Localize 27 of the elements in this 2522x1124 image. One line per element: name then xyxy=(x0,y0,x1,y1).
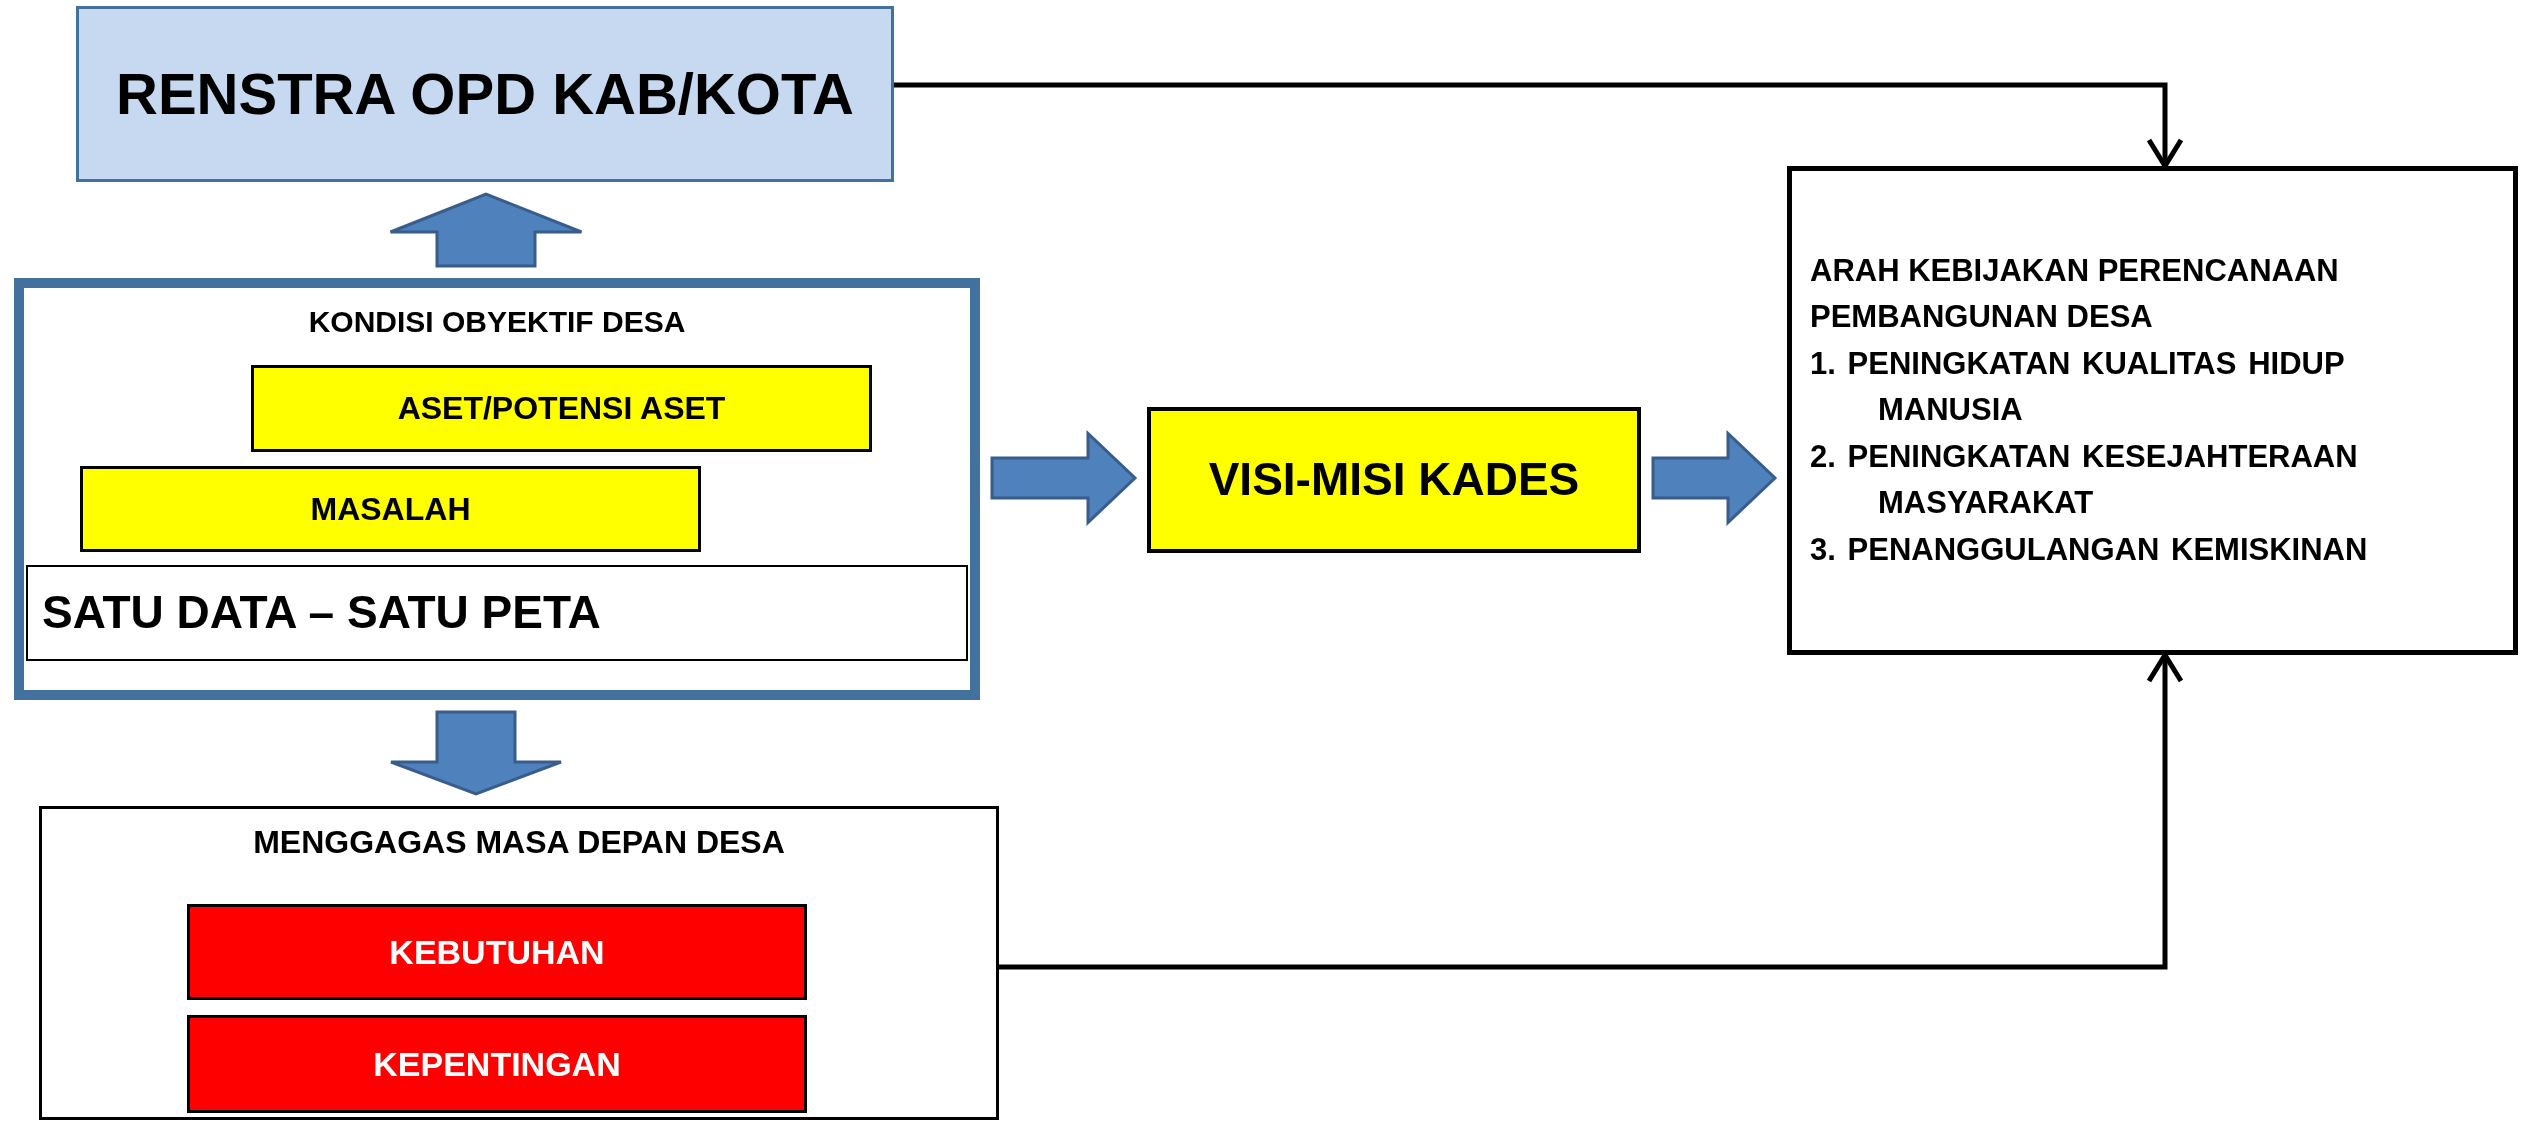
process-box xyxy=(1147,407,1641,553)
heading-text: ARAH KEBIJAKAN PERENCANAAN PEMBANGUNAN DESA xyxy=(1810,251,2340,337)
label-bar xyxy=(187,1015,807,1113)
text-box xyxy=(1787,166,2518,655)
heading-box xyxy=(76,6,894,182)
label-bar xyxy=(251,365,872,452)
block-arrow xyxy=(389,710,563,796)
group-panel xyxy=(39,806,999,1120)
label-bar xyxy=(80,466,701,552)
box-label: ASET/POTENSI ASET xyxy=(396,389,727,428)
box-label: MASALAH xyxy=(309,489,472,529)
box-label: MENGGAGAS MASA DEPAN DESA xyxy=(252,823,786,862)
label-bar xyxy=(187,904,807,1000)
banner-box xyxy=(26,565,968,661)
box-label: KONDISI OBYEKTIF DESA xyxy=(307,304,687,340)
list-item: 1. PENINGKATAN KUALITAS HIDUP MANUSIA xyxy=(1810,344,2346,430)
box-label: SATU DATA – SATU PETA xyxy=(42,585,602,641)
block-arrow xyxy=(990,430,1138,526)
box-label: KEPENTINGAN xyxy=(372,1043,622,1085)
group-panel xyxy=(14,278,980,700)
block-arrow xyxy=(1651,430,1778,526)
block-arrow xyxy=(389,192,583,268)
box-label: KEBUTUHAN xyxy=(388,931,606,973)
box-label: VISI-MISI KADES xyxy=(1207,452,1581,508)
list-item: 3. PENANGGULANGAN KEMISKINAN xyxy=(1810,530,2369,569)
box-label: RENSTRA OPD KAB/KOTA xyxy=(115,60,855,129)
list-item: 2. PENINGKATAN KESEJAHTERAAN MASYARAKAT xyxy=(1810,437,2359,523)
